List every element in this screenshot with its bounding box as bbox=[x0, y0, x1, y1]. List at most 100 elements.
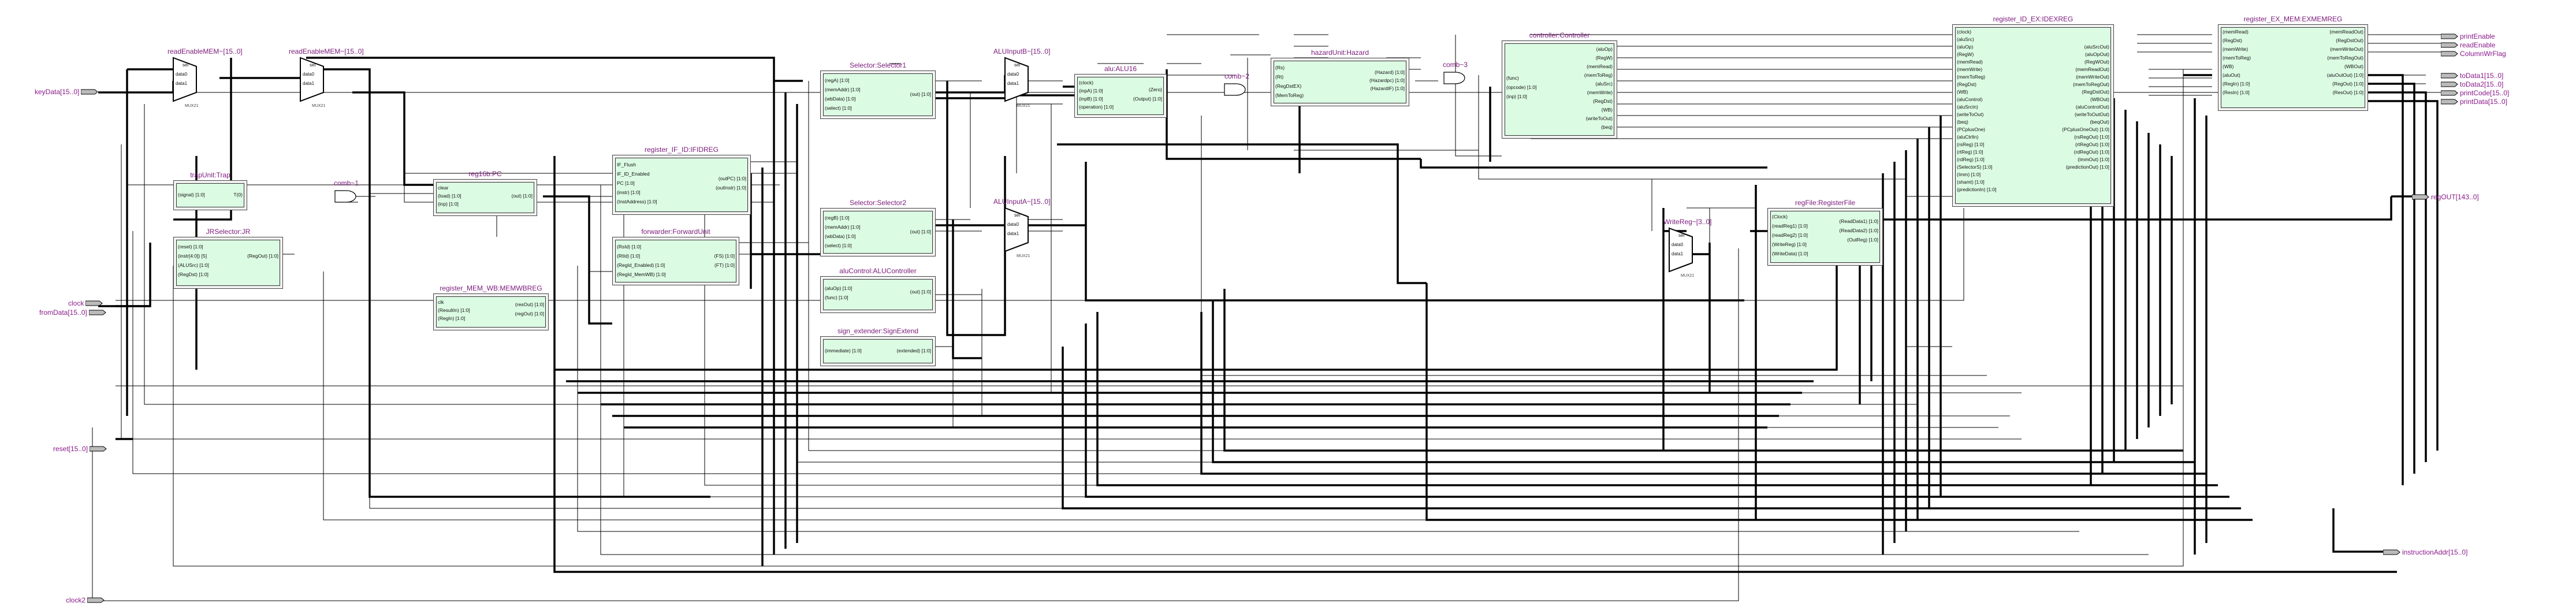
block-ex-mem-register[interactable]: register_EX_MEM:EXMEMREG (memRead) (RegD… bbox=[2218, 15, 2368, 111]
mux-port: sel bbox=[310, 62, 316, 68]
port-in: (RegW) bbox=[1957, 51, 1974, 57]
output-pin-reg-out[interactable]: regOUT[143..0] bbox=[2412, 193, 2479, 201]
port-in: (beq) bbox=[1957, 119, 1968, 125]
mux-label: readEnableMEM~[15..0] bbox=[167, 47, 243, 55]
block-selector1[interactable]: Selector:Selector1 (regA) [1:0] (memAddr… bbox=[820, 61, 936, 119]
output-pin-icon bbox=[2383, 549, 2400, 555]
port-out: (out) [1:0] bbox=[511, 193, 533, 199]
port-out: (memWriteOut) bbox=[2076, 74, 2109, 80]
port-out: (aluOutOut) [1:0] bbox=[2326, 72, 2363, 78]
output-pin-print-data[interactable]: printData[15..0] bbox=[2441, 98, 2507, 106]
port-in: (func) bbox=[1506, 75, 1519, 81]
block-title: register_EX_MEM:EXMEMREG bbox=[2243, 15, 2343, 23]
block-trap-unit[interactable]: trapUnit:Trap (signal) [1:0] T(0) bbox=[173, 171, 247, 210]
port-in: (rsReg) [1:0] bbox=[1957, 142, 1985, 147]
block-forward-unit[interactable]: forwarder:ForwardUnit (RsId) [1:0] (RtId… bbox=[612, 228, 739, 285]
port-in: IF_Flush bbox=[617, 162, 636, 168]
port-in: (RtId) [1:0] bbox=[617, 253, 641, 259]
port-in: (ALUSrc) [1:0] bbox=[178, 262, 209, 268]
pin-label: clock2 bbox=[66, 596, 86, 604]
port-in: (memAddr) [1:0] bbox=[825, 87, 861, 92]
output-pin-icon bbox=[2441, 99, 2458, 105]
input-pin-icon bbox=[85, 300, 103, 306]
block-controller[interactable]: controller:Controller (func) (opcode) [1… bbox=[1502, 31, 1617, 139]
port-in: (rdReg) [1:0] bbox=[1957, 157, 1985, 162]
port-in: (memRead) bbox=[2223, 29, 2249, 35]
block-if-id-register[interactable]: register_IF_ID:IFIDREG IF_Flush IF_ID_En… bbox=[612, 146, 751, 215]
port-out: (HazardIF) [1:0] bbox=[1370, 85, 1405, 91]
output-pin-column-wr-flag[interactable]: ColumnWrFlag bbox=[2441, 50, 2506, 58]
block-title: alu:ALU16 bbox=[1104, 65, 1137, 73]
port-out: (RegOut) [1:0] bbox=[247, 253, 278, 259]
block-jr-selector[interactable]: JRSelector:JR (reset) [1:0] (instr[4:0])… bbox=[173, 228, 283, 289]
mux-port: data1 bbox=[176, 81, 188, 86]
port-in: (regB) [1:0] bbox=[825, 215, 850, 221]
port-in: (aluSrc) bbox=[1957, 36, 1974, 42]
mux-label: readEnableMEM~[15..0] bbox=[289, 47, 364, 55]
port-out: (rsRegOut) [1:0] bbox=[2074, 134, 2109, 140]
block-sign-extend[interactable]: sign_extender:SignExtend (immediate) [1:… bbox=[820, 327, 936, 366]
mux-port: data1 bbox=[1672, 251, 1684, 256]
input-pin-clock[interactable]: clock bbox=[68, 299, 103, 307]
input-pin-key-data[interactable]: keyData[15..0] bbox=[35, 88, 99, 96]
mux-type: MUX21 bbox=[185, 104, 199, 108]
block-pc-register[interactable]: reg16b:PC clear (load) [1:0] (inp) [1:0]… bbox=[433, 170, 537, 216]
block-alu-controller[interactable]: aluControl:ALUController (aluOp) [1:0] (… bbox=[820, 267, 936, 313]
port-out: (RegDst) bbox=[1592, 98, 1613, 104]
mux-port: sel bbox=[1678, 233, 1685, 238]
block-selector2[interactable]: Selector:Selector2 (regB) [1:0] (memAddr… bbox=[820, 199, 936, 256]
mux-port: data1 bbox=[1007, 81, 1019, 86]
port-in: (inpB) [1:0] bbox=[1079, 96, 1103, 102]
port-out: (memToRegOut) bbox=[2327, 55, 2363, 61]
output-pin-icon bbox=[2441, 34, 2458, 39]
port-out: (aluOpOut) bbox=[2084, 51, 2109, 57]
mux-port: data0 bbox=[176, 72, 188, 77]
output-pin-to-data2[interactable]: toData2[15..0] bbox=[2441, 80, 2503, 88]
port-in: PC [1:0] bbox=[617, 180, 635, 186]
port-out: (out) [1:0] bbox=[910, 229, 931, 235]
port-in: (memWrite) bbox=[2223, 46, 2249, 52]
port-in: (aluOp) [1:0] bbox=[825, 285, 853, 291]
port-in: (WB) bbox=[2223, 64, 2234, 69]
port-out: (RegDstOut) bbox=[2336, 38, 2363, 43]
port-in: (WriteData) [1:0] bbox=[1772, 251, 1808, 256]
port-in: (load) [1:0] bbox=[438, 193, 461, 199]
port-in: (RegDst) bbox=[2223, 38, 2243, 43]
port-in: (PCplusOne) bbox=[1957, 127, 1986, 132]
output-pin-icon bbox=[2441, 51, 2458, 57]
mux-label: ALUInputA~[15..0] bbox=[993, 198, 1051, 206]
port-in: (Imm) [1:0] bbox=[1957, 172, 1981, 177]
port-out: (beqOut) bbox=[2090, 119, 2109, 125]
port-in: (memRead) bbox=[1957, 59, 1983, 65]
port-out: (extended) [1:0] bbox=[896, 348, 931, 354]
gate-comb2-label: comb~2 bbox=[1224, 72, 1250, 80]
block-hazard-unit[interactable]: hazardUnit:Hazard (Rs) (Rt) (RegDstEX) (… bbox=[1271, 49, 1409, 106]
port-out: (ImmOut) [1:0] bbox=[2078, 157, 2109, 162]
output-pin-to-data1[interactable]: toData1[15..0] bbox=[2441, 72, 2503, 80]
port-in: (opcode) [1:0] bbox=[1506, 84, 1537, 90]
output-pin-icon bbox=[2412, 194, 2429, 200]
port-out: (RegDstOut) bbox=[2082, 89, 2109, 95]
output-pin-print-code[interactable]: printCode[15..0] bbox=[2441, 89, 2509, 97]
output-pin-print-enable[interactable]: printEnable bbox=[2441, 32, 2495, 40]
block-alu[interactable]: alu:ALU16 (clock) (inpA) [1:0] (inpB) [1… bbox=[1074, 65, 1167, 118]
port-in: (readReg1) [1:0] bbox=[1772, 223, 1808, 229]
block-mem-wb-register[interactable]: register_MEM_WB:MEMWBREG clk (ResultIn) … bbox=[433, 284, 549, 330]
block-register-file[interactable]: regFile:RegisterFile (Clock) (readReg1) … bbox=[1767, 199, 1883, 266]
output-pin-instruction-addr[interactable]: instructionAddr[15..0] bbox=[2383, 548, 2467, 556]
pin-label: fromData[15..0] bbox=[39, 308, 87, 317]
port-out: (rtRegOut) [1:0] bbox=[2075, 142, 2109, 147]
input-pin-reset[interactable]: reset[15..0] bbox=[53, 445, 107, 453]
mux-port: sel bbox=[1014, 213, 1021, 218]
port-in: (reset) [1:0] bbox=[178, 244, 203, 250]
block-title: forwarder:ForwardUnit bbox=[641, 228, 710, 236]
port-out: (outInstr) [1:0] bbox=[716, 185, 746, 191]
mux-port: data1 bbox=[303, 81, 315, 86]
port-out: (Zero) bbox=[1148, 87, 1162, 92]
port-in: (writeToOut) bbox=[1957, 111, 1984, 117]
input-pin-from-data[interactable]: fromData[15..0] bbox=[39, 308, 106, 317]
output-pin-read-enable[interactable]: readEnable bbox=[2441, 41, 2495, 49]
block-title: controller:Controller bbox=[1529, 31, 1590, 39]
block-id-ex-register[interactable]: register_ID_EX:IDEXREG (clock) (aluSrc) … bbox=[1952, 15, 2114, 207]
input-pin-clock2[interactable]: clock2 bbox=[66, 596, 105, 604]
